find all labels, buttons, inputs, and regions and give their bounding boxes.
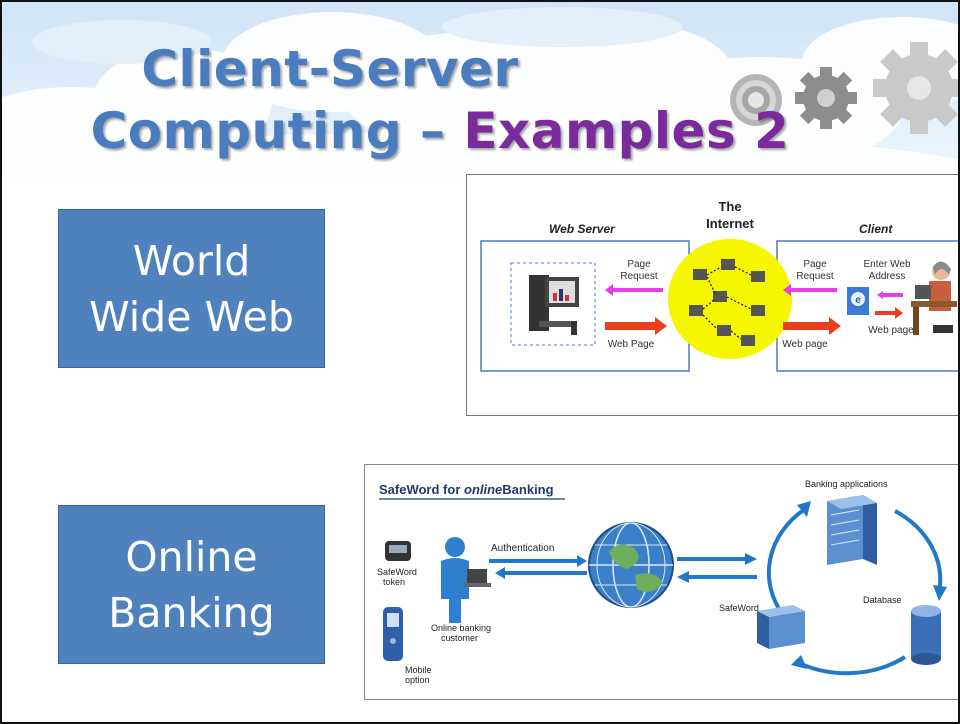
safeword-token-icon bbox=[385, 541, 411, 561]
database-label: Database bbox=[863, 595, 902, 605]
label-line: Banking bbox=[108, 588, 275, 637]
user-at-desk-icon bbox=[911, 261, 957, 335]
flow-arc-left bbox=[766, 507, 807, 617]
server-computer-icon bbox=[529, 275, 579, 335]
banking-diagram-canvas: SafeWord for onlineBanking SafeWord toke… bbox=[377, 479, 947, 685]
internet-label-2: Internet bbox=[706, 216, 754, 231]
database-icon bbox=[911, 605, 941, 665]
banking-diagram: SafeWord for onlineBanking SafeWord toke… bbox=[364, 464, 958, 700]
client-label: Client bbox=[859, 222, 893, 236]
safeword-label: SafeWord bbox=[719, 603, 759, 613]
banking-server-icon bbox=[827, 495, 877, 565]
web-page-client-arrow bbox=[875, 307, 903, 319]
enter-address-2: Address bbox=[869, 271, 906, 282]
title-italic: online bbox=[464, 482, 502, 497]
label-line: Online bbox=[125, 532, 258, 581]
page-request-arrow-left bbox=[605, 284, 663, 296]
safeword-server-icon bbox=[757, 605, 805, 649]
title-suffix: Banking bbox=[502, 482, 553, 497]
customer-label-2: customer bbox=[441, 633, 478, 643]
web-page-right: Web page bbox=[782, 339, 828, 350]
web-page-arrow-right bbox=[783, 317, 841, 335]
auth-arrows bbox=[489, 555, 587, 579]
banking-apps-label: Banking applications bbox=[805, 479, 888, 489]
authentication-label: Authentication bbox=[491, 543, 554, 554]
customer-label-1: Online banking bbox=[431, 623, 491, 633]
internet-computers-icon bbox=[689, 259, 765, 346]
web-diagram: Web Server Client The Internet bbox=[466, 174, 958, 416]
page-request-right-2: Request bbox=[796, 271, 833, 282]
mobile-phone-icon bbox=[383, 607, 403, 661]
web-server-label: Web Server bbox=[549, 222, 616, 236]
mobile-label-1: Mobile bbox=[405, 665, 432, 675]
web-diagram-canvas: Web Server Client The Internet bbox=[480, 199, 958, 372]
label-line: World bbox=[132, 236, 251, 285]
internet-cloud bbox=[668, 239, 792, 359]
page-request-left-2: Request bbox=[620, 271, 657, 282]
web-page-arrow-left bbox=[605, 317, 667, 335]
flow-arrowhead bbox=[797, 501, 811, 517]
cloud-background bbox=[2, 2, 958, 177]
page-request-right-1: Page bbox=[803, 259, 827, 270]
flow-arrowhead bbox=[791, 655, 807, 669]
flow-arc-right bbox=[894, 509, 943, 594]
page-request-arrow-right bbox=[783, 284, 837, 296]
globe-icon bbox=[588, 522, 674, 608]
slide-title-line2: Computing – Examples 2 bbox=[2, 102, 918, 160]
enter-address-arrow bbox=[877, 291, 903, 299]
internet-label-1: The bbox=[718, 199, 741, 214]
enter-address-1: Enter Web bbox=[863, 259, 910, 270]
customer-person-icon bbox=[441, 537, 491, 623]
server-dashed-box bbox=[510, 262, 596, 346]
title-prefix: SafeWord for bbox=[379, 482, 464, 497]
slide-title-line1: Client-Server bbox=[141, 40, 519, 98]
web-page-left: Web Page bbox=[608, 339, 655, 350]
browser-icon: e bbox=[847, 287, 869, 315]
svg-text:e: e bbox=[855, 295, 861, 306]
token-label-2: token bbox=[383, 577, 405, 587]
label-line: Wide Web bbox=[89, 292, 294, 341]
flow-arrowhead bbox=[933, 585, 947, 601]
token-label-1: SafeWord bbox=[377, 567, 417, 577]
network-arrows bbox=[677, 553, 757, 583]
mobile-label-2: option bbox=[405, 675, 430, 685]
title-text: Computing – bbox=[90, 102, 464, 160]
gears-icon bbox=[730, 42, 958, 134]
server-panel bbox=[480, 240, 690, 372]
page-request-left-1: Page bbox=[627, 259, 651, 270]
web-page-client: Web page bbox=[868, 325, 914, 336]
flow-arc-bottom bbox=[794, 655, 907, 676]
title-highlight: Examples 2 bbox=[463, 102, 790, 160]
banking-diagram-title: SafeWord for onlineBanking bbox=[379, 482, 554, 497]
